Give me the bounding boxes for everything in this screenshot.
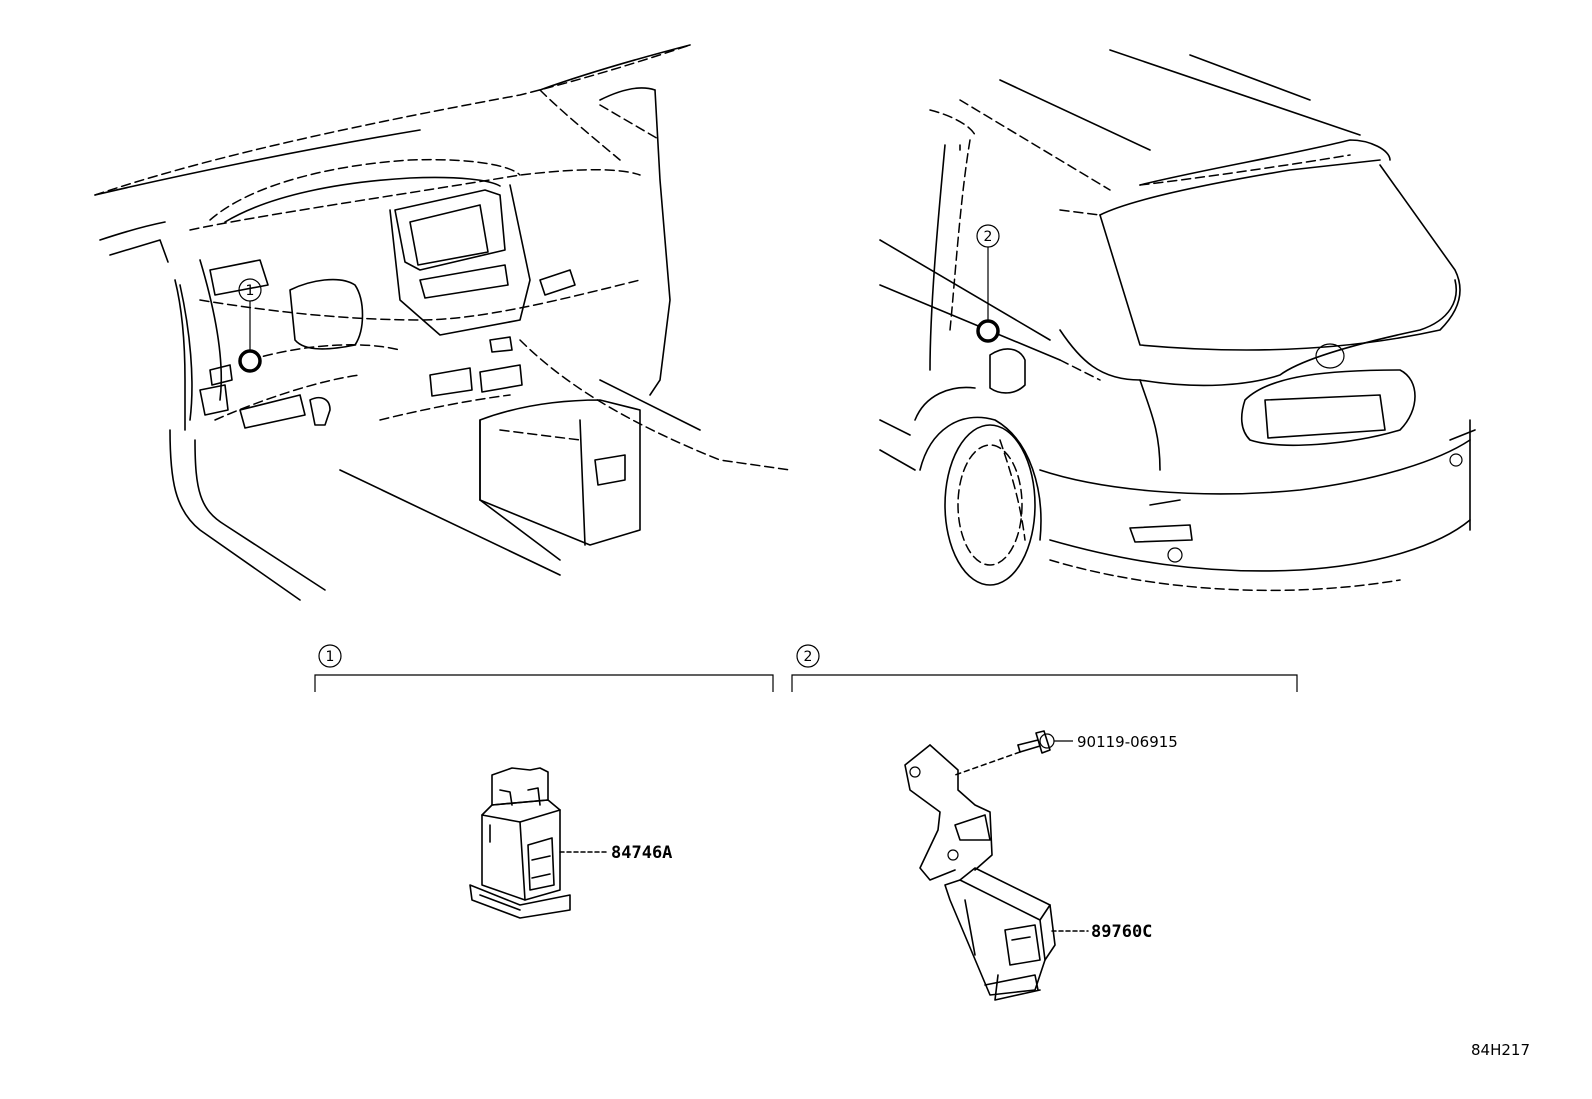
- location-marker-2: [976, 319, 1000, 343]
- section-bracket-2: 2: [791, 644, 1298, 692]
- interior-callout-1: 1: [238, 278, 262, 373]
- switch-part-illustration: [469, 767, 571, 919]
- module-bracket-illustration: [904, 744, 1056, 1001]
- diagram-code: 84H217: [1471, 1041, 1530, 1059]
- section-bracket-1: 1: [314, 644, 774, 692]
- dashboard-interior-illustration: [94, 44, 791, 601]
- callout-1-number: 1: [246, 283, 255, 299]
- section-1-number: 1: [326, 649, 335, 665]
- location-marker-1: [238, 349, 262, 373]
- callout-2-number: 2: [984, 229, 993, 245]
- part-label-90119-06915: 90119-06915: [1077, 733, 1178, 751]
- section-2-number: 2: [804, 649, 813, 665]
- van-callout-2: 2: [976, 224, 1000, 343]
- part-label-84746A: 84746A: [611, 843, 672, 863]
- bolt-illustration: [954, 730, 1055, 776]
- part-label-89760C: 89760C: [1091, 922, 1152, 942]
- van-rear-illustration: [879, 49, 1476, 592]
